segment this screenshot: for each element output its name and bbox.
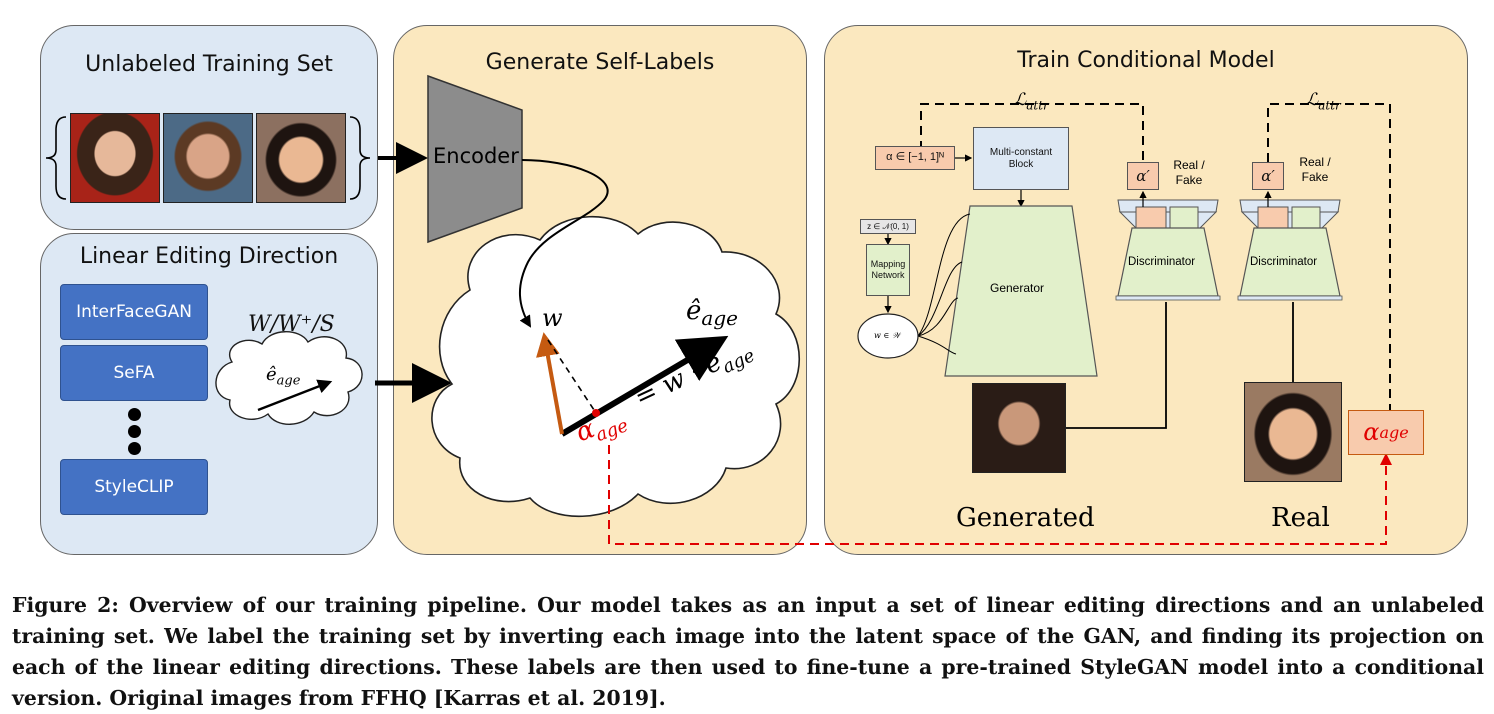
face-photo-woman <box>70 113 160 203</box>
discriminator-generated-shape <box>1115 199 1221 301</box>
real-label: Real <box>1271 503 1330 533</box>
face-photo-child <box>256 113 346 203</box>
generator-shape <box>944 205 1098 377</box>
generate-self-labels-title: Generate Self-Labels <box>485 50 715 75</box>
discriminator-real-shape <box>1237 199 1343 301</box>
projection-dashed-line <box>547 339 597 414</box>
discriminator-label-generated: Discriminator <box>1128 256 1196 268</box>
generated-face-image <box>972 383 1066 473</box>
direction-label: êage <box>266 364 301 389</box>
alpha-prime-box-generated: α′ <box>1127 162 1159 190</box>
loss-dashed-line-real <box>1267 103 1391 410</box>
alpha-prime-box-real: α′ <box>1252 162 1284 190</box>
e-age-vector <box>560 335 729 437</box>
w-in-label: w ∈ 𝒲 <box>874 331 901 340</box>
linear-editing-direction-title: Linear Editing Direction <box>79 244 339 269</box>
loss-label-generated: ℒattr <box>1014 90 1049 113</box>
generated-label: Generated <box>956 503 1095 533</box>
real-fake-label-real: Real / Fake <box>1299 155 1331 184</box>
direction-arrow <box>257 379 333 412</box>
label-path-dashed <box>608 445 1392 545</box>
figure-caption: Figure 2: Overview of our training pipel… <box>12 593 1484 710</box>
projection-point <box>592 409 600 417</box>
encoder-shape <box>427 74 523 244</box>
latent-cloud <box>431 215 801 518</box>
method-styleclip: StyleCLIP <box>60 459 208 515</box>
loss-dashed-line-generated <box>920 103 1144 162</box>
train-conditional-model-title: Train Conditional Model <box>1017 48 1275 73</box>
loss-label-real: ℒattr <box>1306 90 1341 113</box>
w-ellipse <box>857 313 919 359</box>
right-brace <box>349 116 371 200</box>
mapping-network-box: Mapping Network <box>866 244 910 296</box>
multiconstant-block: Multi-constant Block <box>973 127 1069 190</box>
generator-label: Generator <box>990 281 1045 295</box>
discriminator-label-real: Discriminator <box>1250 256 1318 268</box>
w-label: w <box>542 304 563 332</box>
face-photo-man <box>163 113 253 203</box>
left-brace <box>45 116 67 200</box>
direction-cloud <box>215 331 363 425</box>
w-to-generator-curves <box>917 213 971 355</box>
ellipsis-dots <box>128 408 142 455</box>
w-vector <box>536 332 564 435</box>
alpha-range-box: α ∈ [−1, 1]ᴺ <box>875 146 955 170</box>
e-age-label: êage <box>686 296 738 331</box>
z-input-box: z ∈ 𝒩(0, 1) <box>860 219 916 234</box>
encoder-output-curve <box>518 159 609 328</box>
real-fake-label-generated: Real / Fake <box>1173 158 1205 187</box>
real-face-image <box>1244 382 1342 482</box>
encoder-label: Encoder <box>433 144 519 168</box>
generated-to-discriminator-line <box>1066 302 1167 429</box>
method-interfacegan: InterFaceGAN <box>60 284 208 340</box>
method-sefa: SeFA <box>60 345 208 401</box>
unlabeled-training-set-title: Unlabeled Training Set <box>85 52 333 77</box>
